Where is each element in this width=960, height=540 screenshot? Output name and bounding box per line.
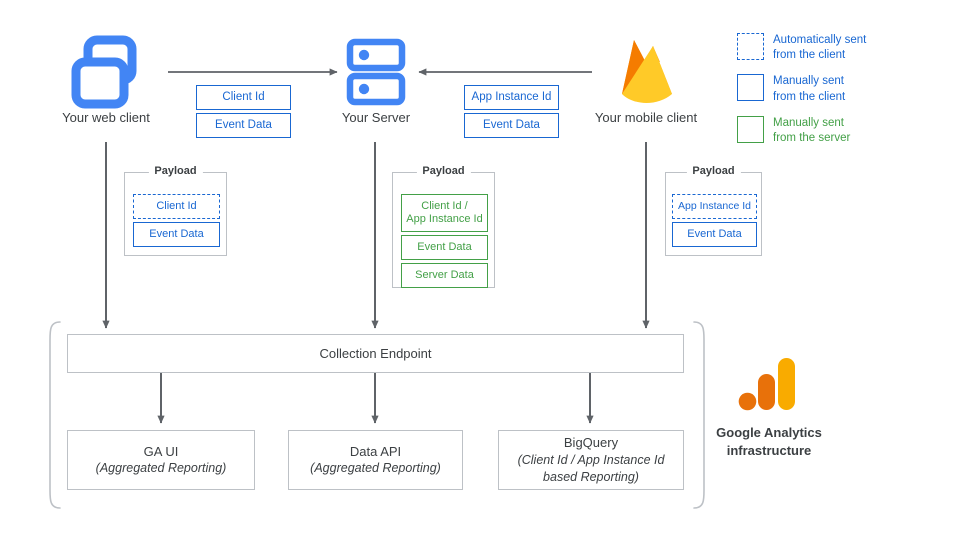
payload-server: Payload Client Id / App Instance Id Even… [392, 165, 495, 288]
server-node [345, 38, 407, 106]
transport-web-event-data: Event Data [196, 113, 291, 138]
payload-item-event-data: Event Data [401, 235, 488, 260]
solid-blue-square-icon [737, 74, 764, 102]
payload-item-event-data: Event Data [672, 222, 757, 247]
legend-line-2: from the client [773, 49, 846, 62]
payload-title: Payload [416, 165, 471, 177]
web-client-node [62, 34, 152, 110]
collection-endpoint-label: Collection Endpoint [319, 345, 432, 361]
payload-item-app-instance-id: App Instance Id [672, 194, 757, 219]
firebase-flame-icon [622, 40, 672, 103]
payload-title: Payload [148, 165, 203, 177]
collection-endpoint-box: Collection Endpoint [67, 334, 684, 373]
legend-item-manual-client: Manually sent from the client [737, 74, 947, 104]
output-title: BigQuery [563, 435, 619, 451]
transport-mobile-app-instance-id: App Instance Id [464, 85, 559, 110]
payload-mobile-client: Payload App Instance Id Event Data [665, 165, 762, 256]
mobile-client-node [614, 34, 680, 112]
legend-line-2: from the client [773, 90, 846, 103]
ga-caption-line-1: Google Analytics [716, 425, 822, 440]
output-subtitle: (Aggregated Reporting) [95, 461, 227, 476]
ga-logo [738, 358, 800, 414]
bracket-left [49, 321, 61, 509]
output-box-bigquery: BigQuery (Client Id / App Instance Id ba… [498, 430, 684, 490]
legend: Automatically sent from the client Manua… [737, 33, 947, 146]
transport-mobile-event-data: Event Data [464, 113, 559, 138]
ga-infrastructure-caption: Google Analytics infrastructure [694, 424, 844, 459]
legend-line-2: from the server [773, 131, 851, 144]
dashed-blue-square-icon [737, 33, 764, 60]
output-subtitle: (Client Id / App Instance Id based Repor… [517, 452, 665, 484]
transport-web-client-id: Client Id [196, 85, 291, 110]
ga-caption-line-2: infrastructure [726, 442, 812, 458]
output-box-ga-ui: GA UI (Aggregated Reporting) [67, 430, 255, 490]
payload-web-client: Payload Client Id Event Data [124, 165, 227, 256]
web-client-label: Your web client [62, 110, 150, 125]
google-analytics-bars-icon [738, 358, 795, 411]
server-racks-icon [346, 38, 406, 106]
bracket-right [693, 321, 705, 509]
payload-item-client-id: Client Id [133, 194, 220, 219]
output-title: GA UI [143, 443, 179, 459]
output-box-data-api: Data API (Aggregated Reporting) [288, 430, 463, 490]
legend-line-1: Manually sent [773, 75, 844, 88]
server-label: Your Server [341, 110, 411, 125]
browser-windows-icon [71, 35, 137, 109]
output-subtitle: (Aggregated Reporting) [310, 461, 441, 476]
output-title: Data API [349, 443, 402, 459]
mobile-client-label: Your mobile client [594, 110, 698, 125]
payload-item-server-data: Server Data [401, 263, 488, 288]
payload-title: Payload [686, 165, 741, 177]
legend-line-1: Automatically sent [773, 34, 867, 46]
payload-item-client-id-app-instance-id: Client Id / App Instance Id [401, 194, 488, 232]
solid-green-square-icon [737, 115, 764, 143]
legend-item-manual-server: Manually sent from the server [737, 115, 947, 146]
legend-line-1: Manually sent [773, 116, 844, 129]
legend-item-automatic-client: Automatically sent from the client [737, 33, 947, 63]
payload-item-event-data: Event Data [133, 222, 220, 247]
